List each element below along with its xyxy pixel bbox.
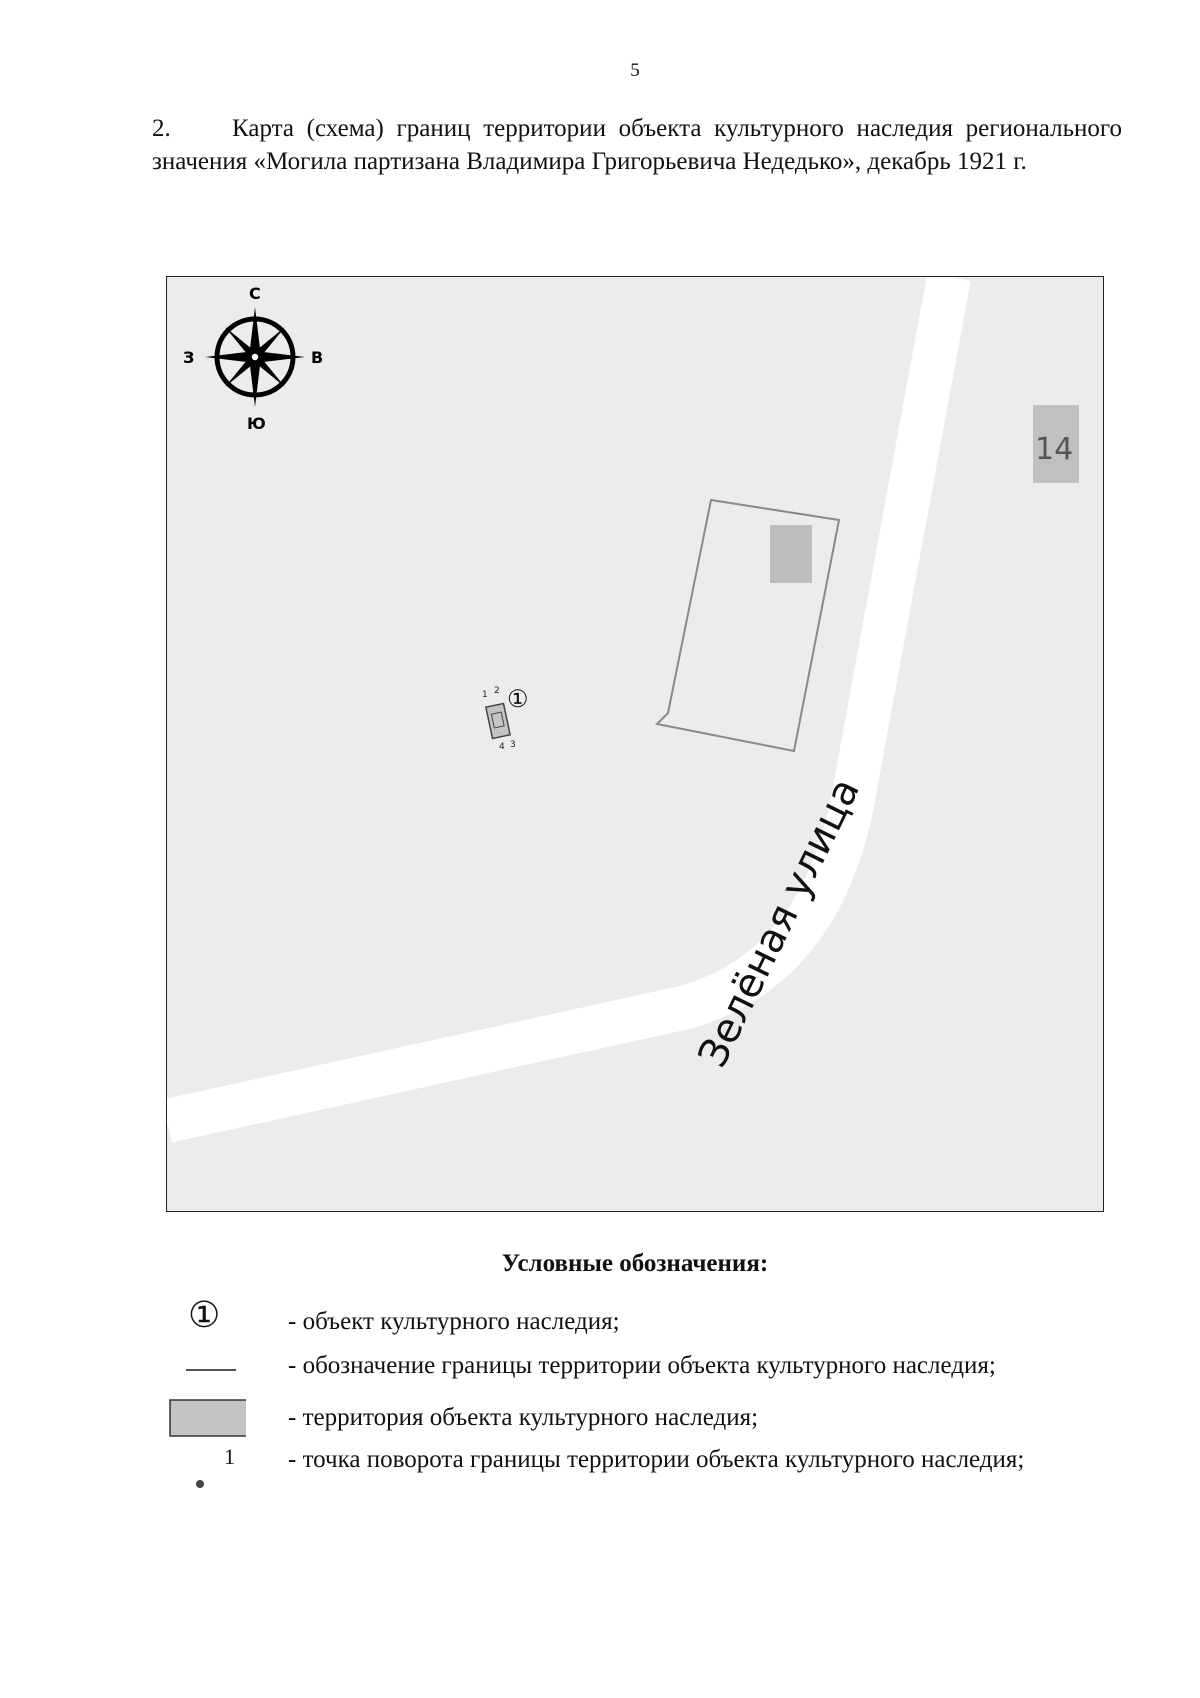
page-number: 5 [630, 60, 640, 81]
land-plot-outline [654, 498, 841, 753]
heading-number: 2. [152, 115, 171, 142]
legend-item-territory: - территория объекта культурного наследи… [169, 1396, 1130, 1440]
turning-point-2: 2 [494, 686, 500, 696]
house-14-building [1033, 405, 1079, 483]
turning-point-icon [196, 1480, 204, 1488]
legend-text-territory: - территория объекта культурного наследи… [288, 1404, 759, 1431]
map-frame[interactable]: Зелёная улица 14 1 2 3 4 ① С Ю З В [166, 276, 1104, 1212]
legend-item-object: ① - объект культурного наследия; [170, 1295, 1130, 1338]
street-label: Зелёная улица [690, 771, 869, 1074]
legend-item-turning-point: 1 - точка поворота границы территории об… [170, 1444, 1130, 1524]
object-marker-icon: ① [188, 1295, 221, 1335]
map-canvas: Зелёная улица 14 1 2 3 4 ① С Ю З В [167, 277, 1079, 1143]
compass-east: В [311, 348, 323, 367]
turning-point-label: 1 [224, 1444, 235, 1469]
heading-text: Карта (схема) границ территории объекта … [152, 115, 1122, 175]
turning-point-1: 1 [482, 690, 488, 700]
legend-title: Условные обозначения: [501, 1250, 769, 1277]
turning-point-4: 4 [499, 742, 505, 752]
compass-south: Ю [247, 414, 266, 433]
compass-rose: С Ю З В [183, 284, 323, 433]
legend-item-boundary: - обозначение границы территории объекта… [170, 1350, 1130, 1390]
legend-text-boundary: - обозначение границы территории объекта… [288, 1352, 996, 1379]
territory-fill-icon [169, 1399, 246, 1437]
house-number: 14 [1035, 432, 1073, 467]
object-marker: ① [507, 685, 529, 713]
boundary-line-icon [186, 1369, 236, 1371]
turning-point-3: 3 [510, 740, 516, 750]
heritage-object-territory [484, 702, 512, 740]
road-zelenaya [167, 277, 971, 1143]
plot-building [770, 525, 812, 583]
compass-west: З [183, 348, 194, 367]
legend-text-object: - объект культурного наследия; [288, 1308, 620, 1335]
legend-text-turning-point: - точка поворота границы территории объе… [288, 1446, 1025, 1473]
compass-north: С [249, 284, 261, 303]
map-heading: 2.Карта (схема) границ территории объект… [152, 112, 1122, 178]
